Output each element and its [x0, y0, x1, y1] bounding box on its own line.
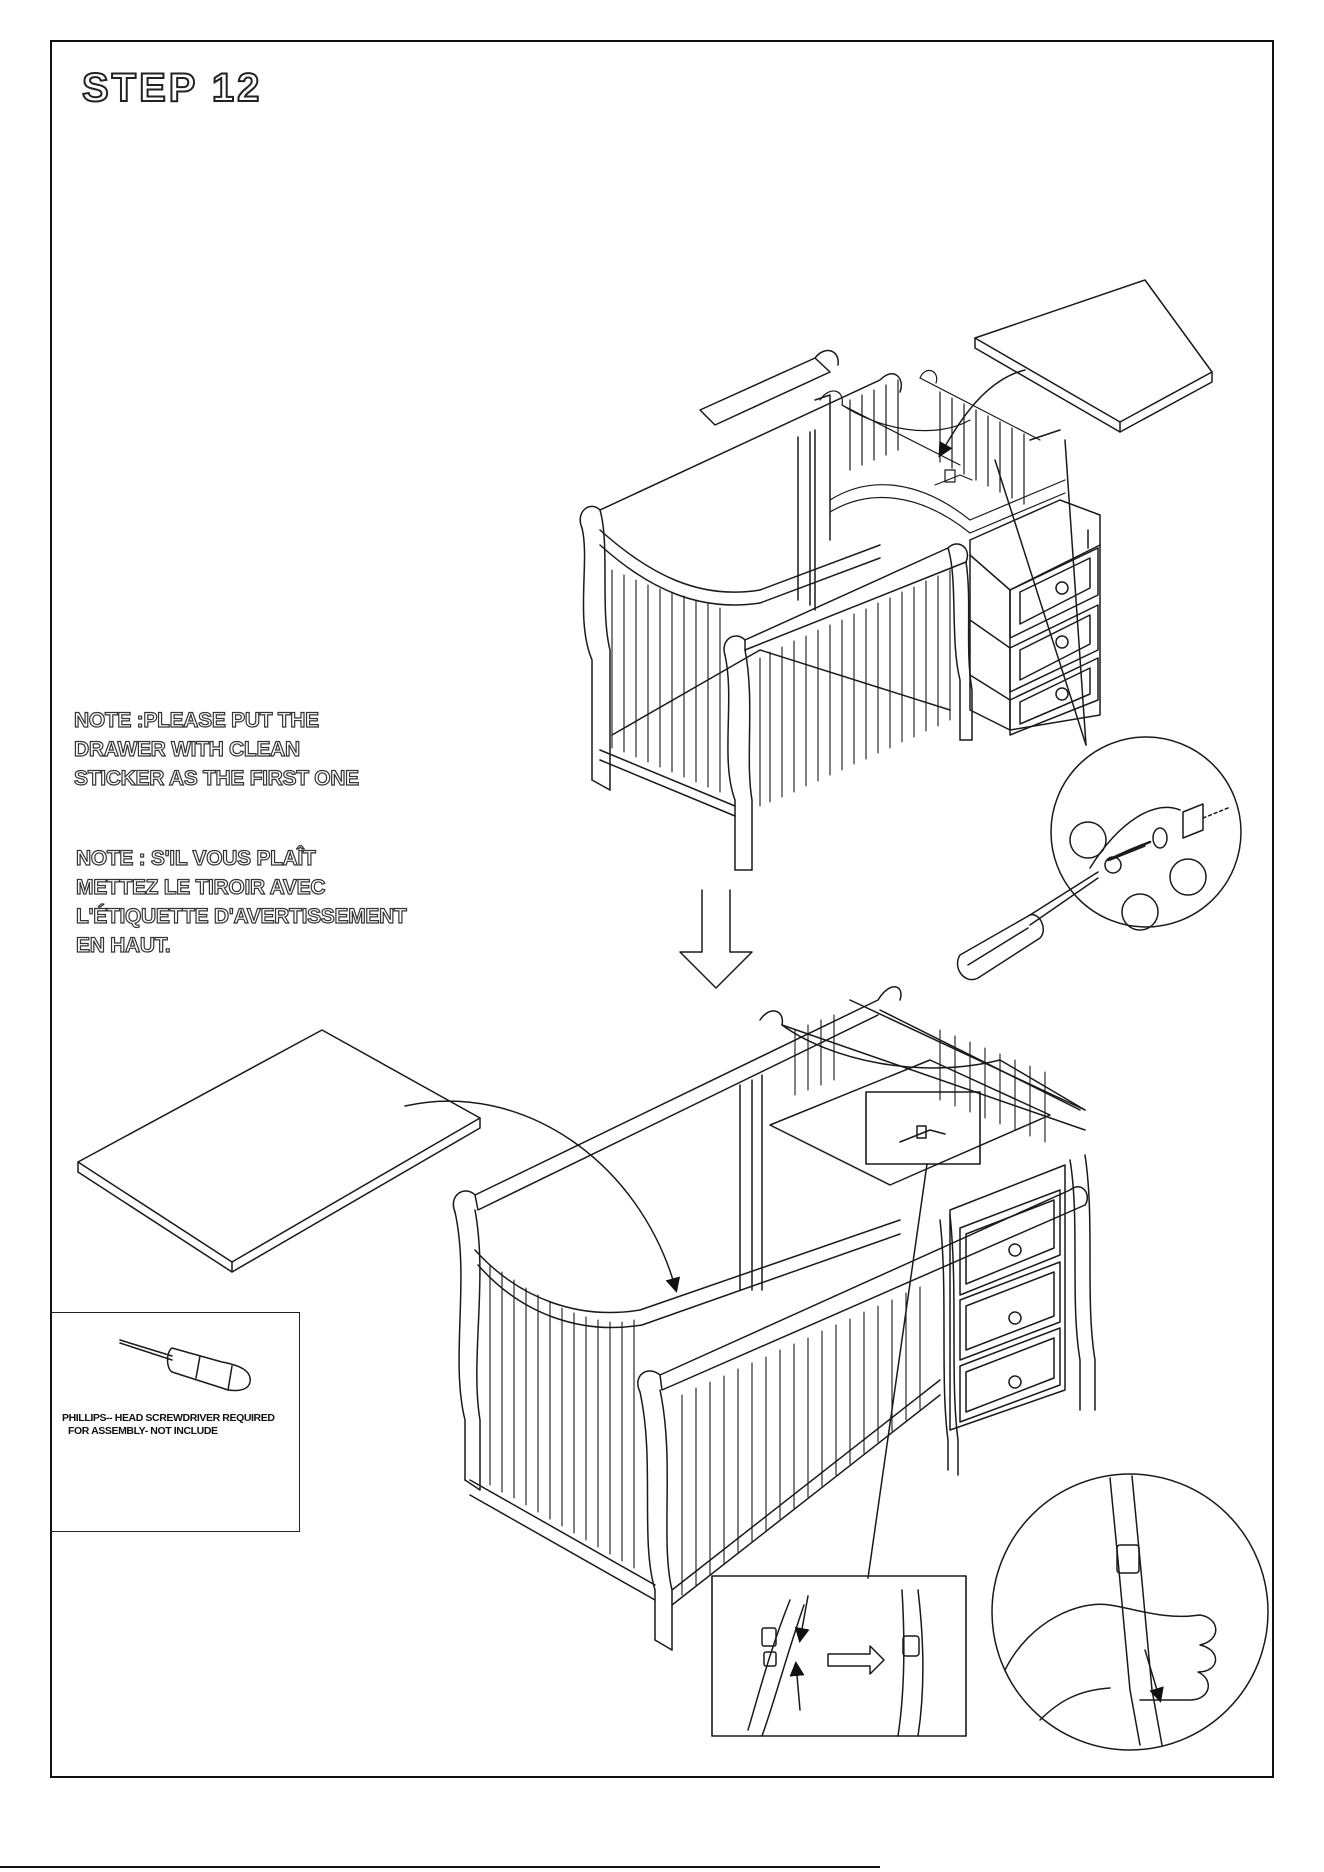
crib-back-rail — [700, 351, 838, 610]
bottom-crib-illustration — [453, 987, 1095, 1650]
changing-pad-board-top — [975, 280, 1212, 432]
dresser-bottom — [940, 1165, 1065, 1475]
crib-right-post — [815, 395, 972, 740]
bottom-rule — [0, 1866, 880, 1868]
top-crib-illustration — [580, 280, 1212, 870]
strap-pull-detail-circle — [992, 1474, 1268, 1750]
screw-detail-circle — [1051, 737, 1241, 930]
crib-front-rail — [600, 544, 967, 870]
screwdriver-icon-detail — [958, 872, 1098, 980]
down-arrow-icon — [680, 890, 752, 988]
phillips-screwdriver-icon — [120, 1340, 250, 1390]
changing-pad-board-bottom — [78, 1030, 676, 1290]
dresser-drawers — [970, 500, 1100, 735]
buckle-detail-box — [712, 1576, 966, 1736]
crib-headboard — [580, 374, 901, 790]
